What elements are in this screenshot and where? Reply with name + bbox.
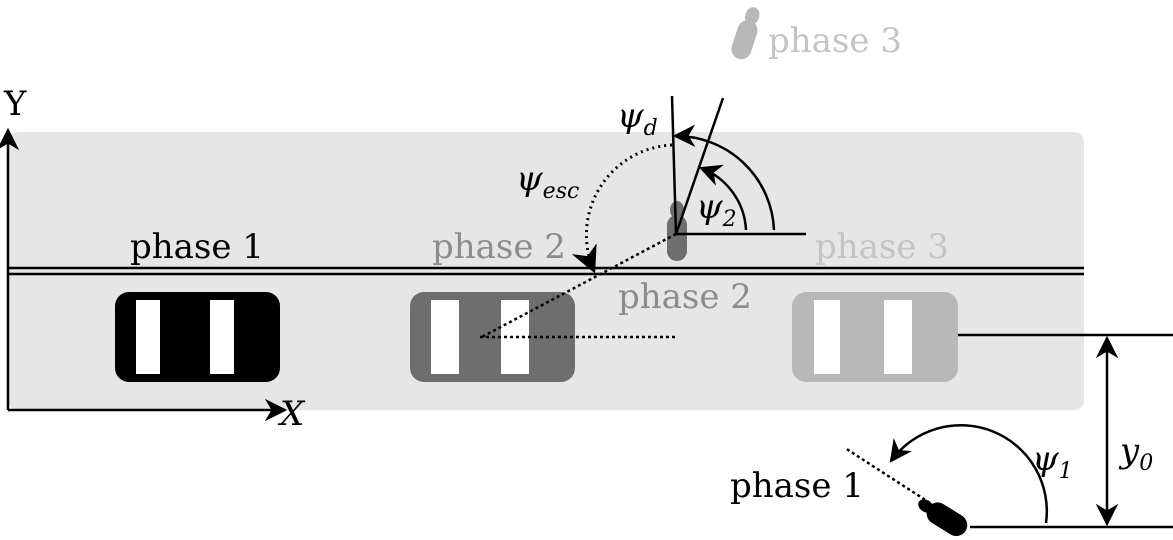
label-phase-3-vehicle: phase 3 [815,227,949,267]
vehicle-phase-1 [115,292,280,382]
label-phase-3-pedestrian: phase 3 [768,21,902,61]
label-psi-esc: ψesc [516,159,579,204]
label-psi-2: ψ2 [696,187,737,232]
pedestrian-phase-2 [667,201,687,261]
label-y0: y0 [1118,431,1153,476]
heading-desired [670,95,678,235]
vehicle-phase-3 [792,292,958,382]
angle-arc-psi-esc [571,143,673,274]
label-phase-1-vehicle: phase 1 [130,227,264,267]
label-phase-2-pedestrian: phase 2 [618,277,752,317]
escape-heading-line [479,232,677,340]
pedestrian-phase-1 [918,499,968,537]
angle-arc-psi-2 [698,164,748,231]
label-psi-1: ψ1 [1032,439,1073,484]
heading-line-phase-1 [844,446,931,505]
pedestrian-phase-3 [731,7,760,60]
y-axis-label: Y [3,84,27,124]
x-axis-label: X [277,394,306,434]
label-psi-d: ψd [617,96,658,141]
label-phase-1-pedestrian: phase 1 [730,466,864,506]
angle-arc-psi-d [672,124,776,231]
label-phase-2-vehicle: phase 2 [432,227,566,267]
angle-arc-psi-1 [889,424,1048,524]
